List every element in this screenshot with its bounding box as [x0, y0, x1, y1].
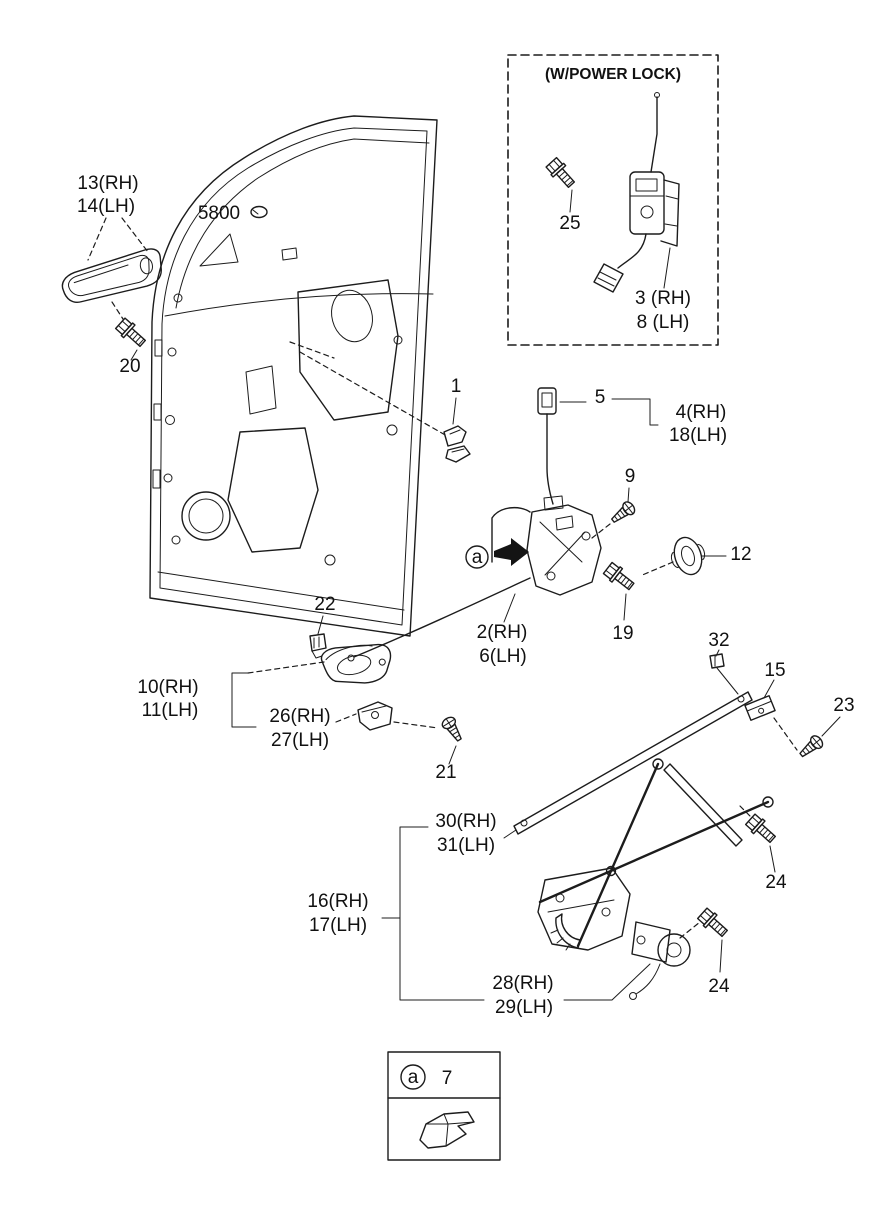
leader-screw-23 — [821, 716, 841, 737]
legend-marker-a: a — [408, 1067, 419, 1088]
leader-bolt-19 — [623, 593, 627, 621]
clip-1 — [443, 397, 471, 463]
leader-screw-9 — [627, 487, 630, 503]
label-1: 1 — [451, 376, 462, 397]
label-31-lh: 31(LH) — [437, 835, 495, 856]
label-actuator-8-lh: 8 (LH) — [637, 312, 690, 333]
label-5: 5 — [595, 387, 606, 408]
callout-labels: 13(RH) 14(LH) 5800 20 1 5 4(RH) 18(LH) 9… — [77, 173, 855, 1018]
leader-screw-21 — [448, 745, 457, 765]
leader-bolt-20 — [130, 349, 138, 361]
clip-22 — [309, 615, 327, 659]
label-13-rh: 13(RH) — [77, 173, 138, 194]
guide-15 — [744, 679, 776, 721]
label-26-rh: 26(RH) — [269, 706, 330, 727]
power-lock-inset: (W/POWER LOCK) 25 3 (RH) 8 (LH) — [507, 54, 719, 346]
view-marker-a-label: a — [472, 547, 483, 568]
bolt-20 — [114, 317, 147, 348]
power-lock-title: (W/POWER LOCK) — [545, 66, 681, 83]
leader-bolt-24-upper — [769, 845, 776, 873]
label-32: 32 — [708, 630, 729, 651]
label-19: 19 — [612, 623, 633, 644]
bracket-10-11 — [231, 672, 257, 728]
label-10-rh: 10(RH) — [137, 677, 198, 698]
grommet-12 — [670, 536, 727, 576]
bracket-26-27 — [357, 701, 393, 731]
leader-bolt-24-lower — [719, 939, 723, 973]
door-latch-2-6 — [347, 495, 602, 662]
label-2-rh: 2(RH) — [477, 622, 528, 643]
label-23: 23 — [833, 695, 854, 716]
regulator-motor-28-29 — [629, 921, 691, 1000]
label-bolt-25: 25 — [559, 213, 580, 234]
outside-door-handle — [61, 248, 162, 303]
grommet-5800-icon — [250, 205, 268, 219]
label-20: 20 — [119, 356, 140, 377]
legend-box: a 7 — [387, 1051, 501, 1161]
clip-32 — [709, 649, 739, 695]
clip-7-drawing — [419, 1111, 475, 1149]
label-5800: 5800 — [198, 203, 240, 224]
lock-rod-4-18 — [546, 398, 659, 505]
screw-21 — [441, 716, 462, 742]
label-22: 22 — [314, 594, 335, 615]
bellcrank-cover-5 — [537, 387, 587, 415]
bolt-24-lower — [696, 907, 729, 938]
label-28-rh: 28(RH) — [492, 973, 553, 994]
label-11-lh: 11(LH) — [142, 700, 199, 721]
view-marker-a: a — [465, 538, 529, 569]
grouping-brackets — [381, 826, 651, 1001]
window-regulator-16-17 — [513, 691, 774, 951]
door-panel — [149, 115, 438, 637]
bolt-19 — [602, 561, 635, 591]
label-6-lh: 6(LH) — [479, 646, 527, 667]
label-12: 12 — [730, 544, 751, 565]
label-16-rh: 16(RH) — [307, 891, 368, 912]
label-actuator-3-rh: 3 (RH) — [635, 288, 691, 309]
label-18-lh: 18(LH) — [669, 425, 727, 446]
view-arrow-icon — [494, 538, 529, 566]
bolt-24-upper — [744, 813, 777, 844]
label-24-lower: 24 — [708, 976, 730, 997]
bolt-25 — [545, 156, 576, 189]
label-27-lh: 27(LH) — [271, 730, 329, 751]
label-24-upper: 24 — [765, 872, 787, 893]
label-9: 9 — [625, 466, 636, 487]
screw-23 — [799, 735, 824, 758]
screw-9 — [611, 501, 636, 523]
label-21: 21 — [435, 762, 456, 783]
power-lock-actuator — [593, 92, 680, 293]
label-4-rh: 4(RH) — [676, 402, 727, 423]
inside-door-handle — [320, 643, 392, 684]
label-17-lh: 17(LH) — [309, 915, 367, 936]
label-part-7: 7 — [442, 1068, 453, 1089]
label-30-rh: 30(RH) — [435, 811, 496, 832]
label-29-lh: 29(LH) — [495, 997, 553, 1018]
label-15: 15 — [764, 660, 785, 681]
label-14-lh: 14(LH) — [77, 196, 135, 217]
